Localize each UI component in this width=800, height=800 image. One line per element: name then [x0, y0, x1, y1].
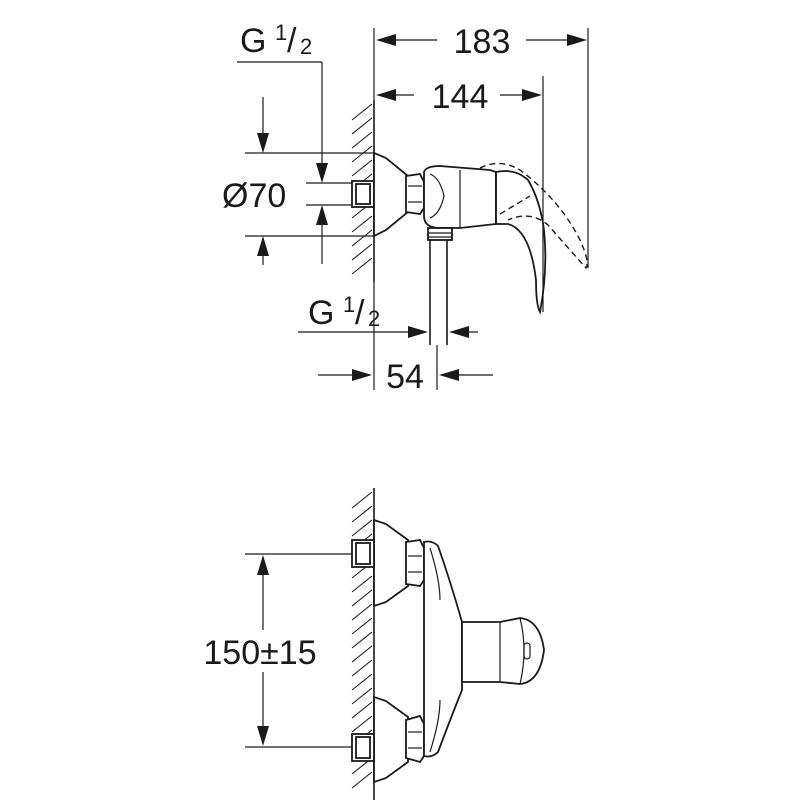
connector-upper-inner — [355, 542, 371, 565]
escutcheon-lower — [373, 695, 409, 784]
hatch-line — [351, 715, 373, 733]
thread-bottom-sep: / — [355, 294, 365, 332]
arrow — [376, 34, 396, 46]
hatch-line — [351, 575, 373, 593]
thread-label-bottom: G 1 / 2 — [308, 292, 380, 332]
thread-top-sep: / — [287, 22, 297, 60]
arrow — [376, 89, 396, 101]
nut-lower — [405, 714, 425, 764]
nut-upper — [405, 539, 425, 587]
hatch-line — [351, 229, 373, 247]
lever-alt-position — [479, 162, 588, 270]
hatch-line — [351, 701, 373, 719]
hatch-line — [351, 491, 373, 509]
arrow — [439, 369, 459, 381]
dim-144-label: 144 — [432, 78, 489, 116]
arrow — [352, 369, 372, 381]
side-view: 183 144 Ø70 G 1 / 2 G 1 / 2 — [222, 20, 589, 396]
dim-183-label: 183 — [454, 23, 511, 61]
thread-label-top: G 1 / 2 — [240, 20, 312, 60]
hatch-line — [351, 131, 373, 149]
lever-mark — [523, 642, 531, 660]
arrow — [257, 236, 269, 256]
mixer-body-front — [423, 540, 463, 758]
wall-hatching-top — [351, 103, 373, 275]
hatch-line — [351, 215, 373, 233]
hatch-line — [351, 771, 373, 789]
hatch-line — [351, 659, 373, 677]
arrow — [316, 163, 328, 183]
wall-hatching-bottom — [351, 491, 373, 789]
hatch-line — [351, 519, 373, 537]
front-view: 150±15 — [203, 488, 545, 800]
connector-lower-inner — [355, 736, 371, 759]
arrow — [408, 326, 428, 338]
hatch-line — [351, 103, 373, 121]
hatch-line — [351, 159, 373, 177]
arrow — [567, 34, 587, 46]
wall-connector-inner — [355, 183, 371, 205]
escutcheon-upper — [373, 518, 409, 608]
hex-nut — [405, 173, 425, 215]
hatch-line — [351, 687, 373, 705]
thread-bottom-num: 1 — [343, 292, 355, 317]
escutcheon — [373, 151, 409, 238]
hatch-line — [351, 673, 373, 691]
arrow — [522, 89, 542, 101]
thread-bottom-main: G — [308, 294, 334, 332]
lever-alt-position — [499, 195, 531, 215]
arrow — [257, 133, 269, 153]
thread-top-den: 2 — [300, 34, 312, 59]
hatch-line — [351, 617, 373, 635]
dim-center-distance-label: 150±15 — [203, 634, 316, 672]
arrow — [316, 205, 328, 225]
hatch-line — [351, 117, 373, 135]
outlet — [427, 227, 453, 241]
hatch-line — [351, 505, 373, 523]
thread-top-num: 1 — [275, 20, 287, 45]
arrow — [257, 726, 269, 746]
hatch-line — [351, 257, 373, 275]
hatch-line — [351, 631, 373, 649]
body-detail — [429, 173, 445, 219]
lever-front — [461, 617, 545, 685]
arrow — [257, 555, 269, 575]
hatch-line — [351, 603, 373, 621]
hatch-line — [351, 645, 373, 663]
arrow — [449, 326, 469, 338]
hatch-line — [351, 243, 373, 261]
thread-top-main: G — [240, 22, 266, 60]
hatch-line — [351, 589, 373, 607]
dim-diameter-label: Ø70 — [222, 177, 286, 215]
body-detail — [429, 699, 441, 753]
hatch-line — [351, 145, 373, 163]
body-detail — [429, 547, 441, 601]
dim-54-label: 54 — [386, 358, 424, 396]
lever — [495, 170, 547, 315]
